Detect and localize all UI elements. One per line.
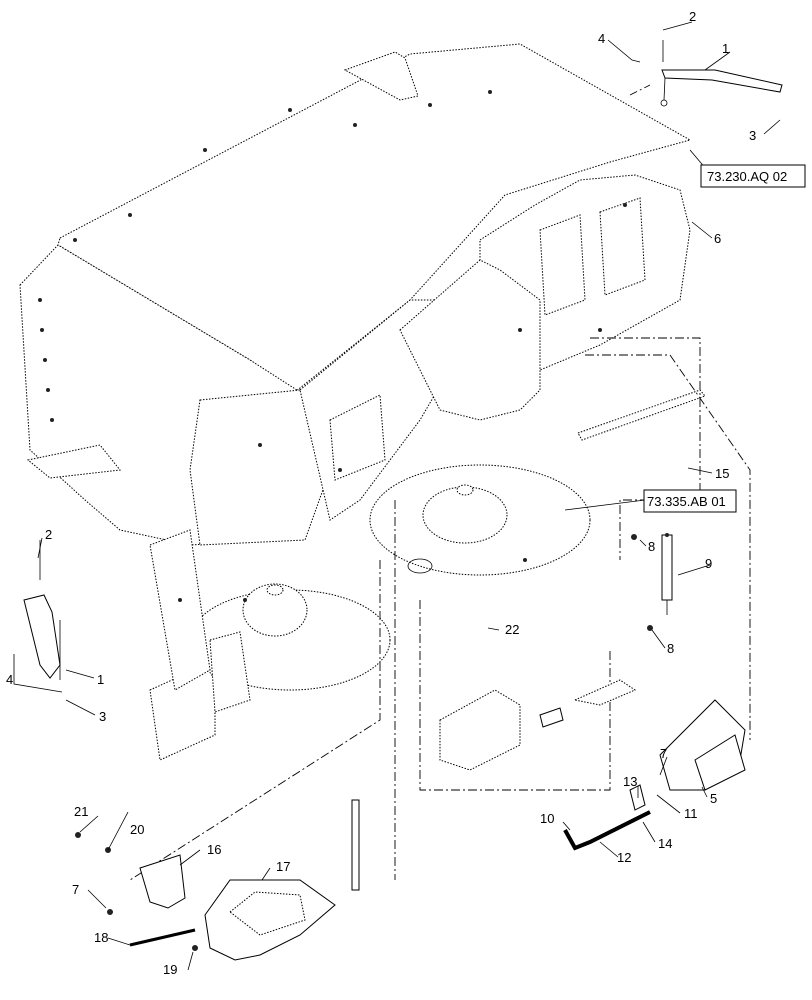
callout-21: 21 [74,804,88,819]
spreader-housing [19,43,751,881]
phantom-line-hinge-arm [585,354,751,740]
mount-bracket [139,854,186,909]
phantom-line-left-lower [129,560,381,881]
handle-assembly [563,784,651,851]
left-flap-bracket [209,631,251,713]
callout-labels: 2 4 1 3 6 15 8 9 8 22 2 1 4 3 7 5 13 11 … [6,9,756,977]
handle-spring [629,784,646,811]
center-lever-spring [539,707,564,728]
reference-box-mid[interactable]: 73.335.AB 01 [643,489,737,513]
guard-frame-inner [229,891,306,936]
callout-17: 17 [276,859,290,874]
callout-7-right: 7 [660,746,667,761]
callout-11: 11 [684,806,698,821]
callout-2-top: 2 [689,9,696,24]
callout-22: 22 [505,622,519,637]
callout-9: 9 [705,556,712,571]
phantom-line-upper-right [590,337,701,560]
callout-1-top: 1 [722,41,729,56]
reference-label-mid: 73.335.AB 01 [647,494,726,509]
right-frame-window-b [599,197,646,296]
center-lever-arm [573,679,637,706]
callout-4-left: 4 [6,672,13,687]
gas-strut [631,533,673,631]
callout-14: 14 [658,836,672,851]
leader-lines [13,21,781,971]
reference-box-top[interactable]: 73.230.AQ 02 [700,164,806,188]
callout-20: 20 [130,822,144,837]
reference-label-top: 73.230.AQ 02 [707,169,787,184]
right-lower-frame [399,259,541,421]
callout-15: 15 [715,466,729,481]
hood-fastener-holes [38,90,627,602]
left-deflector-plate [26,444,121,479]
right-spinner-cone [456,484,474,496]
left-vertical-support [149,529,211,691]
callout-12: 12 [617,850,631,865]
callout-4-top: 4 [598,31,605,46]
handle-rod [563,810,651,851]
callout-19: 19 [163,962,177,977]
left-frame-window [329,394,386,481]
left-bracket [23,594,61,679]
callout-6: 6 [714,231,721,246]
callout-16: 16 [207,842,221,857]
center-lever-assembly [439,679,637,771]
callout-5: 5 [710,791,717,806]
callout-8-upper: 8 [648,539,655,554]
callout-3-top: 3 [749,128,756,143]
callout-8-lower: 8 [667,641,674,656]
callout-2-left: 2 [45,527,52,542]
lower-strut [351,799,360,891]
callout-10: 10 [540,811,554,826]
gas-strut-body [661,534,673,601]
hinge-plate-assembly [659,699,746,791]
hood-top-panel [57,43,692,393]
lower-strut-body [351,799,360,891]
bottom-assembly [75,832,336,961]
hood-rear-tab [343,51,419,101]
hinge-plate-flange [694,734,746,791]
left-spinner-hub [242,583,308,637]
left-spinner-cone [266,584,284,596]
callout-3-left: 3 [99,709,106,724]
right-spinner-base-ring [407,558,433,574]
callout-18: 18 [94,930,108,945]
right-frame-window-a [539,214,586,316]
callout-13: 13 [623,774,637,789]
top-bracket-assembly [629,40,783,107]
callout-1-left: 1 [97,672,104,687]
callout-7-left: 7 [72,882,79,897]
center-lever-plate [439,689,521,771]
top-bracket [661,69,783,93]
right-deflector-plate [577,389,706,441]
left-frame-bracket [189,389,341,546]
left-bracket-assembly [23,540,61,680]
phantom-line-lower-right [419,600,611,791]
